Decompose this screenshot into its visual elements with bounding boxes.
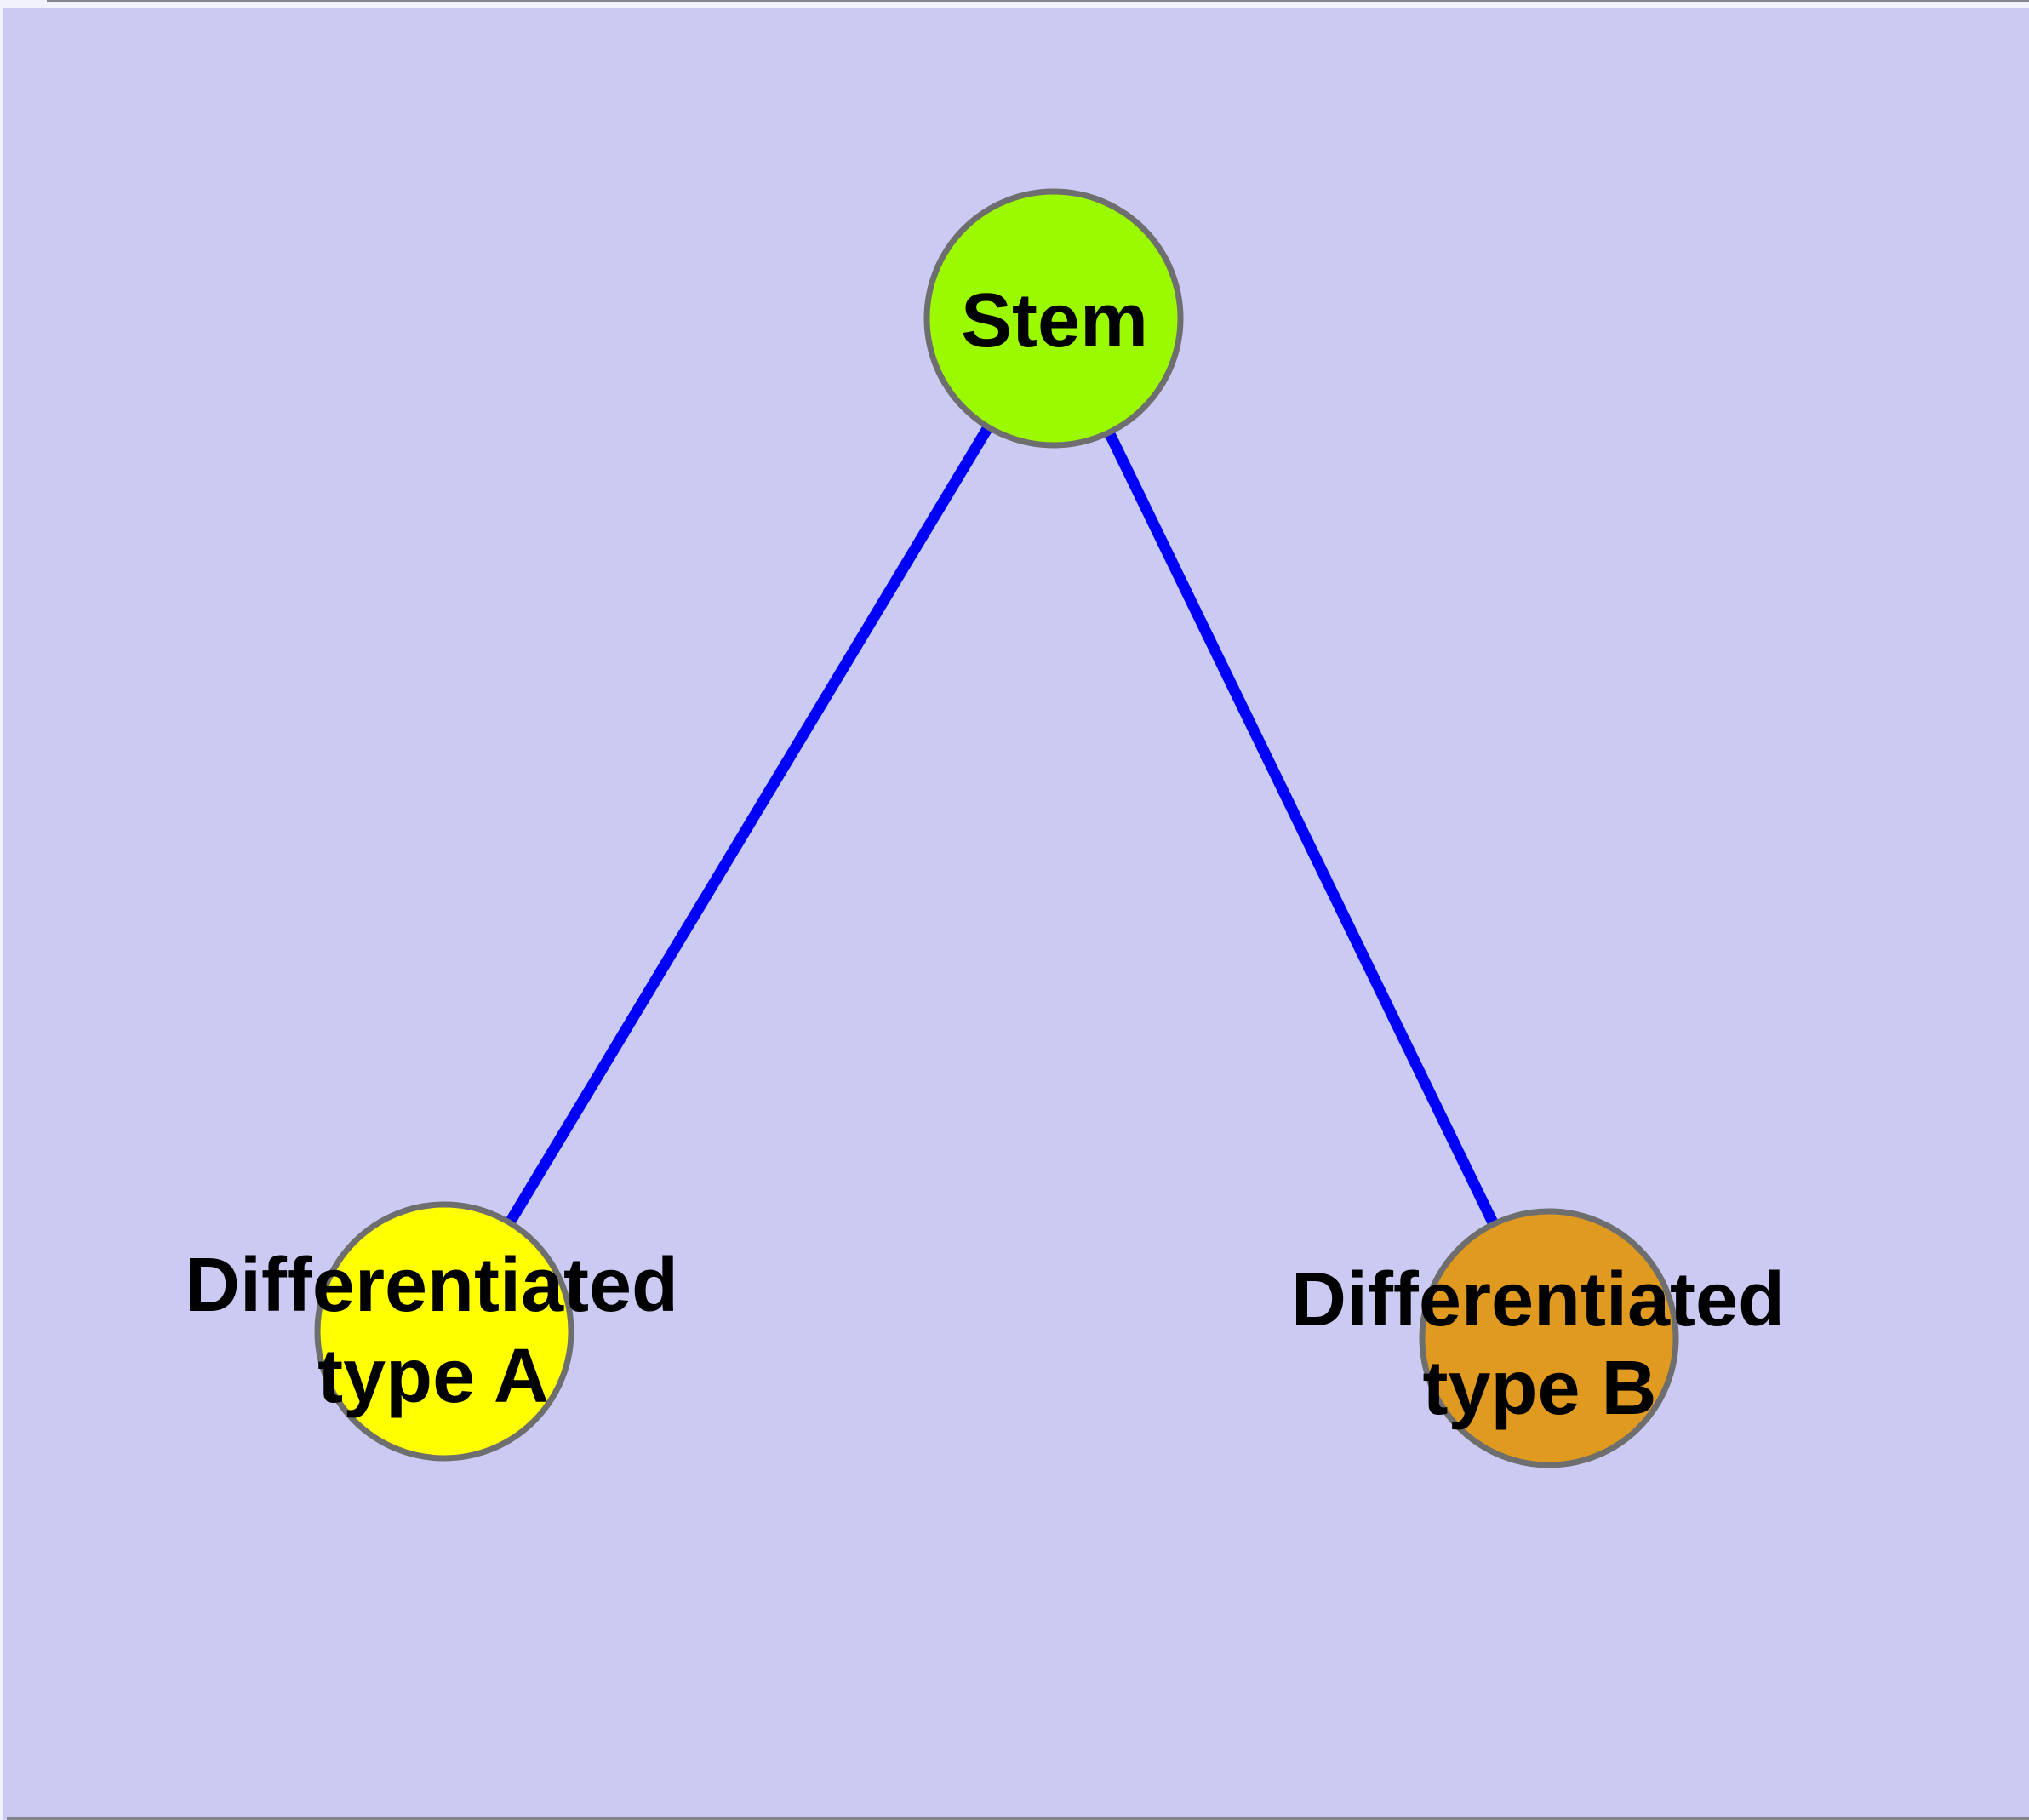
node-differentiated-type-a	[314, 1201, 574, 1462]
edge-stem-to-type-b	[1049, 316, 1554, 1341]
node-type-a-label-line1: Differentiated	[185, 1243, 678, 1328]
window-edge-hairline-top	[47, 0, 2029, 2]
node-type-b-label-line1: Differentiated	[1291, 1257, 1785, 1342]
node-type-b-label-line2: type B	[1422, 1346, 1656, 1431]
edge-stem-to-type-a	[439, 315, 1059, 1335]
window-top-margin	[0, 0, 2029, 8]
node-stem	[923, 188, 1184, 449]
window-edge-hairline-bottom	[7, 1817, 2029, 1820]
node-differentiated-type-b	[1419, 1208, 1679, 1468]
window-left-margin	[0, 0, 3, 1820]
node-type-a-label-line2: type A	[317, 1334, 549, 1419]
node-stem-label: Stem	[961, 278, 1148, 363]
